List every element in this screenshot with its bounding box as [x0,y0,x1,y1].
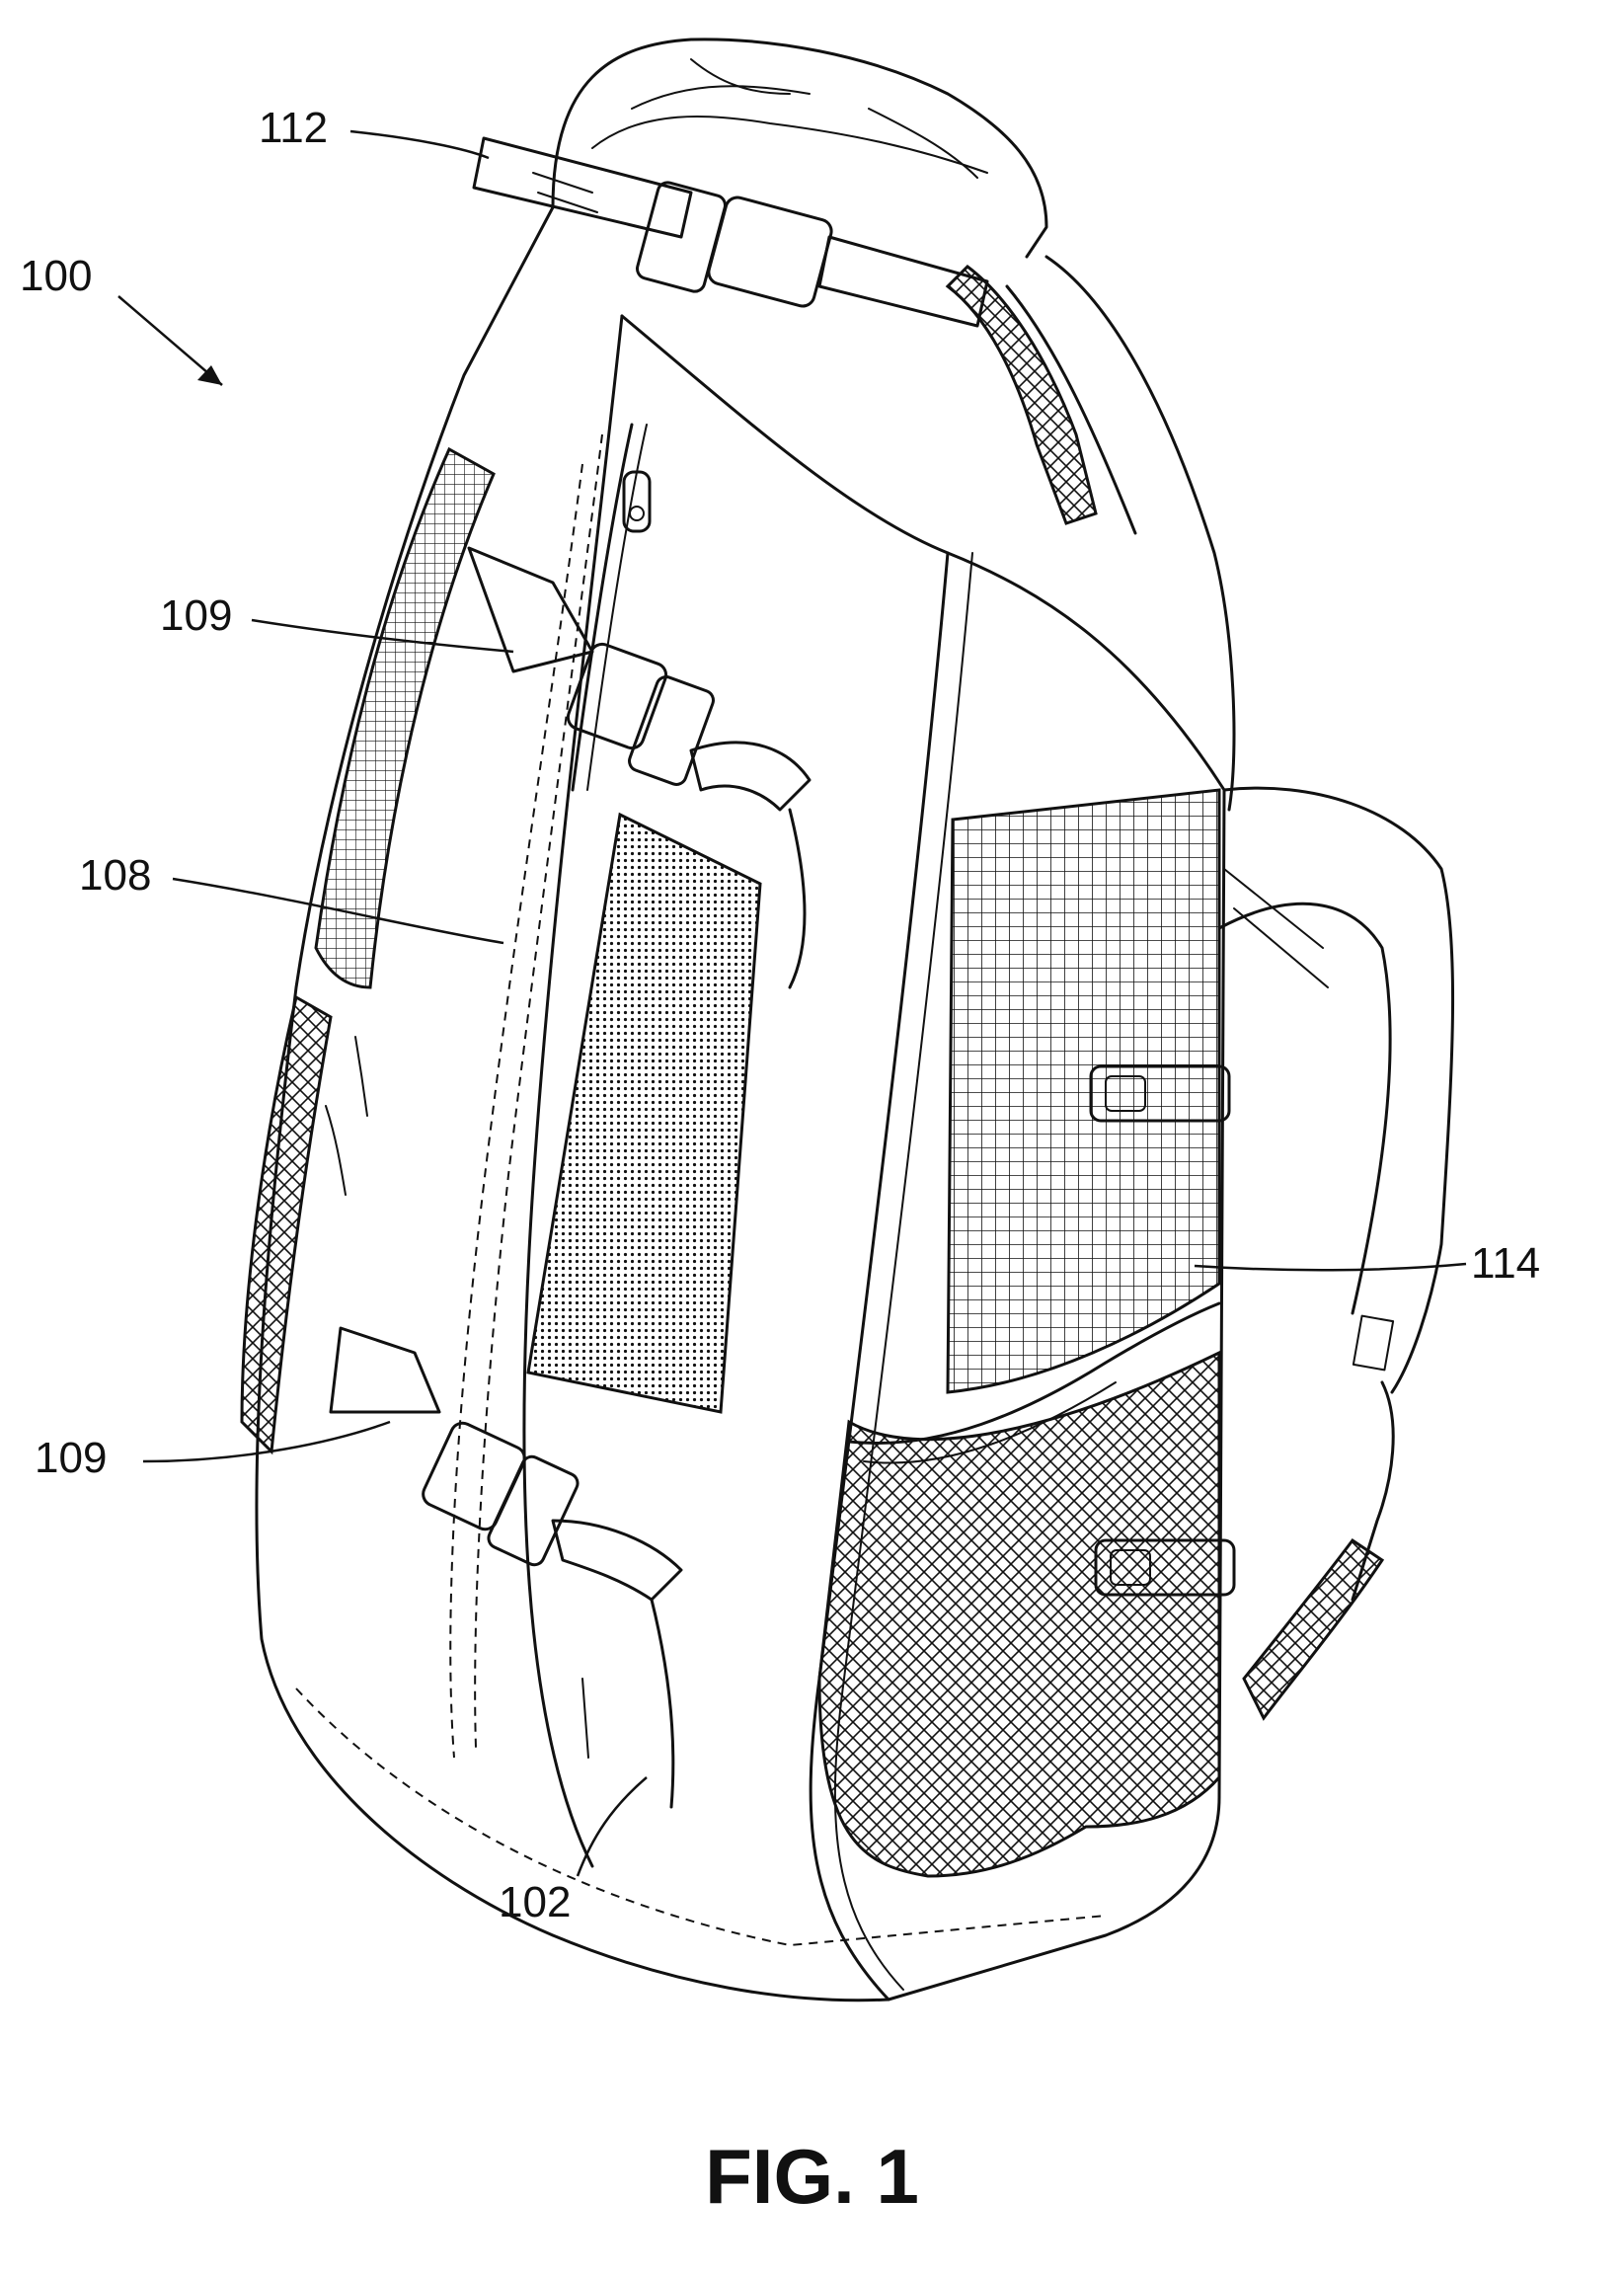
top-strap [474,138,987,326]
side-mesh-pocket [819,790,1219,1876]
front-strap-lower [331,1328,681,1807]
front-mesh-window [528,815,760,1412]
label-109-lower: 109 [35,1437,107,1480]
figure-caption: FIG. 1 [0,2138,1624,2215]
label-100: 100 [20,255,92,298]
label-112: 112 [259,107,328,150]
label-102: 102 [499,1881,571,1924]
label-109-upper: 109 [160,594,232,638]
left-mesh-panel [242,449,494,1452]
label-114: 114 [1471,1242,1540,1286]
label-108: 108 [79,854,151,898]
leader-lines [118,131,1466,1876]
